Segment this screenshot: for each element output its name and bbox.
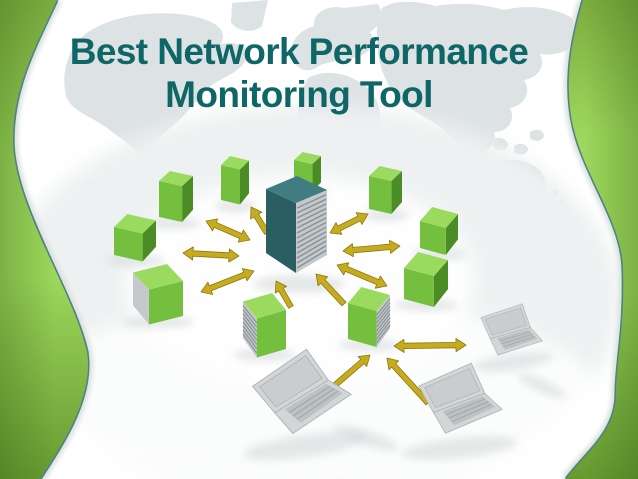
network-arrow [393,338,467,353]
network-arrow [336,262,388,289]
right-border [561,0,638,479]
continent-greenland [231,0,268,31]
left-border [0,0,93,479]
laptops [251,303,544,435]
server-towers [114,152,458,358]
server-tower-bottom-left [242,293,286,358]
network-arrow [342,239,401,258]
network-arrow [386,357,431,406]
network-arrow [274,280,294,309]
title-line-2: Monitoring Tool [165,74,433,115]
network-arrow [315,273,347,307]
laptop-keyboard [285,383,343,423]
laptop-right [480,303,544,356]
network-arrow [205,218,251,243]
server-tower-left-lower [133,264,183,325]
central-server [266,176,327,273]
network-arrows [182,206,467,406]
server-tower-top-right [369,166,402,214]
server-tower-bottom-right [348,287,391,347]
network-arrow [200,268,255,295]
server-tower-right [420,207,458,255]
title-line-1: Best Network Performance [69,31,529,72]
laptop-bottom-right [418,362,503,434]
server-tower-top-left [159,171,193,222]
server-rack-panel [296,190,327,273]
continent-north-america [64,13,248,164]
slide-title: Best Network Performance Monitoring Tool [10,30,588,116]
network-arrow [250,206,270,235]
continent-southeast-asia [470,125,544,155]
network-arrow [329,212,369,235]
continent-asia [376,1,580,153]
laptop-keyboard [497,329,538,350]
shadows [104,187,566,460]
server-tower-left [114,214,156,262]
server-tower-top [221,156,249,205]
network-arrow [182,246,240,263]
server-tower-right-lower [404,252,448,307]
continent-europe [291,4,381,71]
laptop-keyboard [442,396,495,426]
laptop-bottom-left [251,348,353,435]
